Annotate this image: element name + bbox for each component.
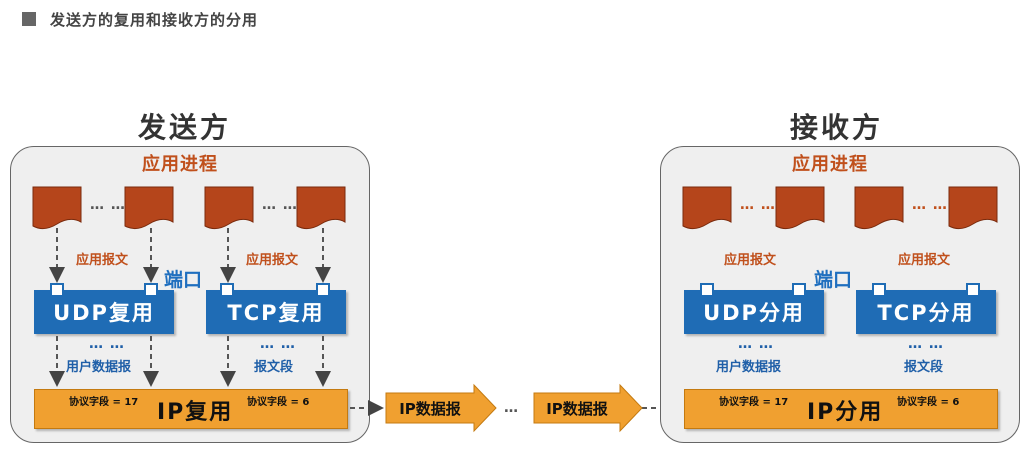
protocol-field-tcp: 协议字段 = 6 [247,397,310,408]
ip-packet-label: IP数据报 [399,399,461,418]
udp-dots: … … [738,336,774,352]
ip-packet-label: IP数据报 [546,399,608,418]
port-square [792,283,806,297]
ip-packet-arrow-icon [385,383,497,433]
port-square [700,283,714,297]
app-message-label: 应用报文 [724,253,777,268]
port-label: 端口 [814,269,853,291]
process-dots: … … [262,197,298,213]
app-message-label: 应用报文 [898,253,951,268]
tcp-segment-label: 报文段 [254,360,294,375]
app-process-doc-icon [948,186,998,230]
tcp-dots: … … [260,336,296,352]
app-process-doc-icon [854,186,904,230]
process-dots: … … [912,197,948,213]
ip-demux-label: IP分用 [807,400,884,425]
port-square [316,283,330,297]
app-process-doc-icon [32,186,82,230]
ip-mux-label: IP复用 [157,400,234,425]
app-process-doc-icon [204,186,254,230]
sender-title: 发送方 [138,111,232,144]
tcp-demux-box: TCP分用 [856,290,996,334]
ip-demux-bar: 协议字段 = 17 IP分用 协议字段 = 6 [684,389,998,429]
tcp-segment-label: 报文段 [904,360,944,375]
port-square [966,283,980,297]
ip-mux-bar: 协议字段 = 17 IP复用 协议字段 = 6 [34,389,348,429]
tcp-mux-box: TCP复用 [206,290,346,334]
section-header: 发送方的复用和接收方的分用 [22,8,258,30]
port-square [50,283,64,297]
app-process-doc-icon [296,186,346,230]
protocol-field-udp: 协议字段 = 17 [69,397,139,408]
udp-demux-box: UDP分用 [684,290,824,334]
app-process-doc-icon [124,186,174,230]
app-message-label: 应用报文 [246,253,299,268]
sender-process-label: 应用进程 [142,154,218,175]
receiver-process-label: 应用进程 [792,154,868,175]
process-dots: … … [90,197,126,213]
square-bullet-icon [22,12,36,26]
transit-dots: … [504,400,519,416]
udp-mux-box: UDP复用 [34,290,174,334]
app-process-doc-icon [682,186,732,230]
section-title: 发送方的复用和接收方的分用 [50,10,259,29]
ip-packet-arrow-icon [533,383,643,433]
udp-datagram-label: 用户数据报 [66,360,132,375]
port-square [144,283,158,297]
app-message-label: 应用报文 [76,253,129,268]
protocol-field-tcp: 协议字段 = 6 [897,397,960,408]
port-label: 端口 [164,269,203,291]
port-square [872,283,886,297]
port-square [220,283,234,297]
udp-dots: … … [89,336,125,352]
receiver-title: 接收方 [790,111,884,144]
udp-datagram-label: 用户数据报 [716,360,782,375]
app-process-doc-icon [775,186,825,230]
protocol-field-udp: 协议字段 = 17 [719,397,789,408]
process-dots: … … [740,197,776,213]
tcp-dots: … … [908,336,944,352]
